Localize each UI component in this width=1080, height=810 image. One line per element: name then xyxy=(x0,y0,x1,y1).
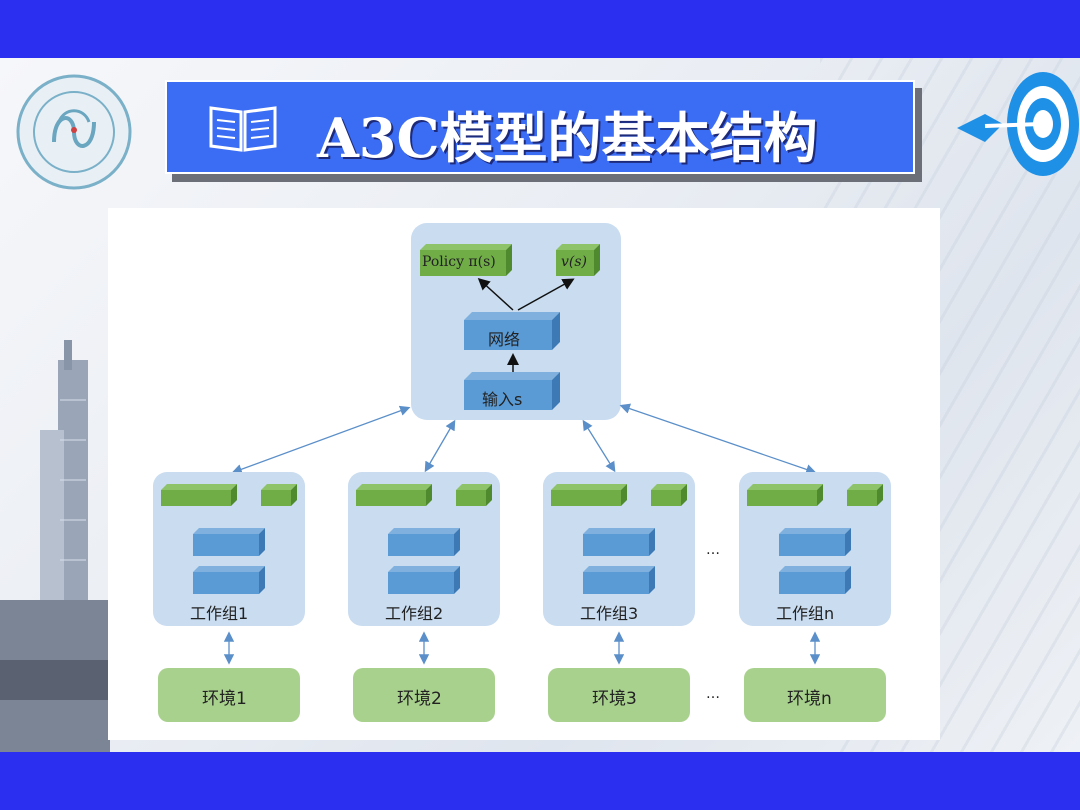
env-ellipsis: … xyxy=(706,686,720,702)
worker-input-block-2 xyxy=(388,566,460,594)
top-band xyxy=(0,0,1080,58)
diagram-canvas xyxy=(153,223,891,722)
sync-arrow-2 xyxy=(424,419,456,473)
sync-arrow-3 xyxy=(582,419,616,473)
value-output-block xyxy=(556,244,600,276)
worker-policy-block-1 xyxy=(161,484,237,506)
network-block xyxy=(464,312,560,350)
env-label-2: 环境2 xyxy=(397,689,442,709)
worker-network-block-3 xyxy=(583,528,655,556)
worker-input-block-3 xyxy=(583,566,655,594)
env-label-3: 环境3 xyxy=(592,689,637,709)
page-title: A3C模型的基本结构 xyxy=(317,106,818,170)
input-label: 输入s xyxy=(482,390,523,409)
sync-arrow-1 xyxy=(231,405,411,475)
network-label: 网络 xyxy=(488,330,521,349)
env-box-2 xyxy=(353,668,495,722)
sync-arrow-4 xyxy=(619,403,817,475)
network-to-policy-arrow xyxy=(477,277,514,311)
input-block xyxy=(464,372,560,410)
worker-network-block-2 xyxy=(388,528,460,556)
worker-input-block-n xyxy=(779,566,851,594)
policy-label: Policy π(s) xyxy=(422,254,496,270)
policy-output-block xyxy=(420,244,512,276)
env-box-1 xyxy=(158,668,300,722)
school-seal-icon xyxy=(16,74,132,190)
env-label-n: 环境n xyxy=(787,689,832,709)
network-to-value-arrow xyxy=(517,278,575,311)
worker-value-block-2 xyxy=(456,484,492,506)
worker-policy-block-n xyxy=(747,484,823,506)
worker-value-block-3 xyxy=(651,484,687,506)
bottom-band xyxy=(0,752,1080,810)
worker-label-2: 工作组2 xyxy=(385,604,444,623)
worker-policy-block-3 xyxy=(551,484,627,506)
worker-network-block-1 xyxy=(193,528,265,556)
worker-input-block-1 xyxy=(193,566,265,594)
env-box-3 xyxy=(548,668,690,722)
worker-label-3: 工作组3 xyxy=(580,604,639,623)
env-label-1: 环境1 xyxy=(202,689,247,709)
worker-label-1: 工作组1 xyxy=(190,604,249,623)
worker-policy-block-2 xyxy=(356,484,432,506)
env-box-n xyxy=(744,668,886,722)
target-arrow-icon xyxy=(957,72,1079,176)
worker-value-block-1 xyxy=(261,484,297,506)
worker-value-block-n xyxy=(847,484,883,506)
open-book-icon xyxy=(209,106,277,152)
worker-ellipsis: … xyxy=(706,542,720,558)
building-illustration xyxy=(0,340,110,752)
worker-label-n: 工作组n xyxy=(776,604,835,623)
a3c-diagram: Policy π(s) v(s) 网络 输入s 工作组1 工作组2 工作组3 工… xyxy=(108,208,940,740)
title-banner: A3C模型的基本结构 xyxy=(165,80,915,174)
value-label: v(s) xyxy=(561,254,588,270)
worker-network-block-n xyxy=(779,528,851,556)
